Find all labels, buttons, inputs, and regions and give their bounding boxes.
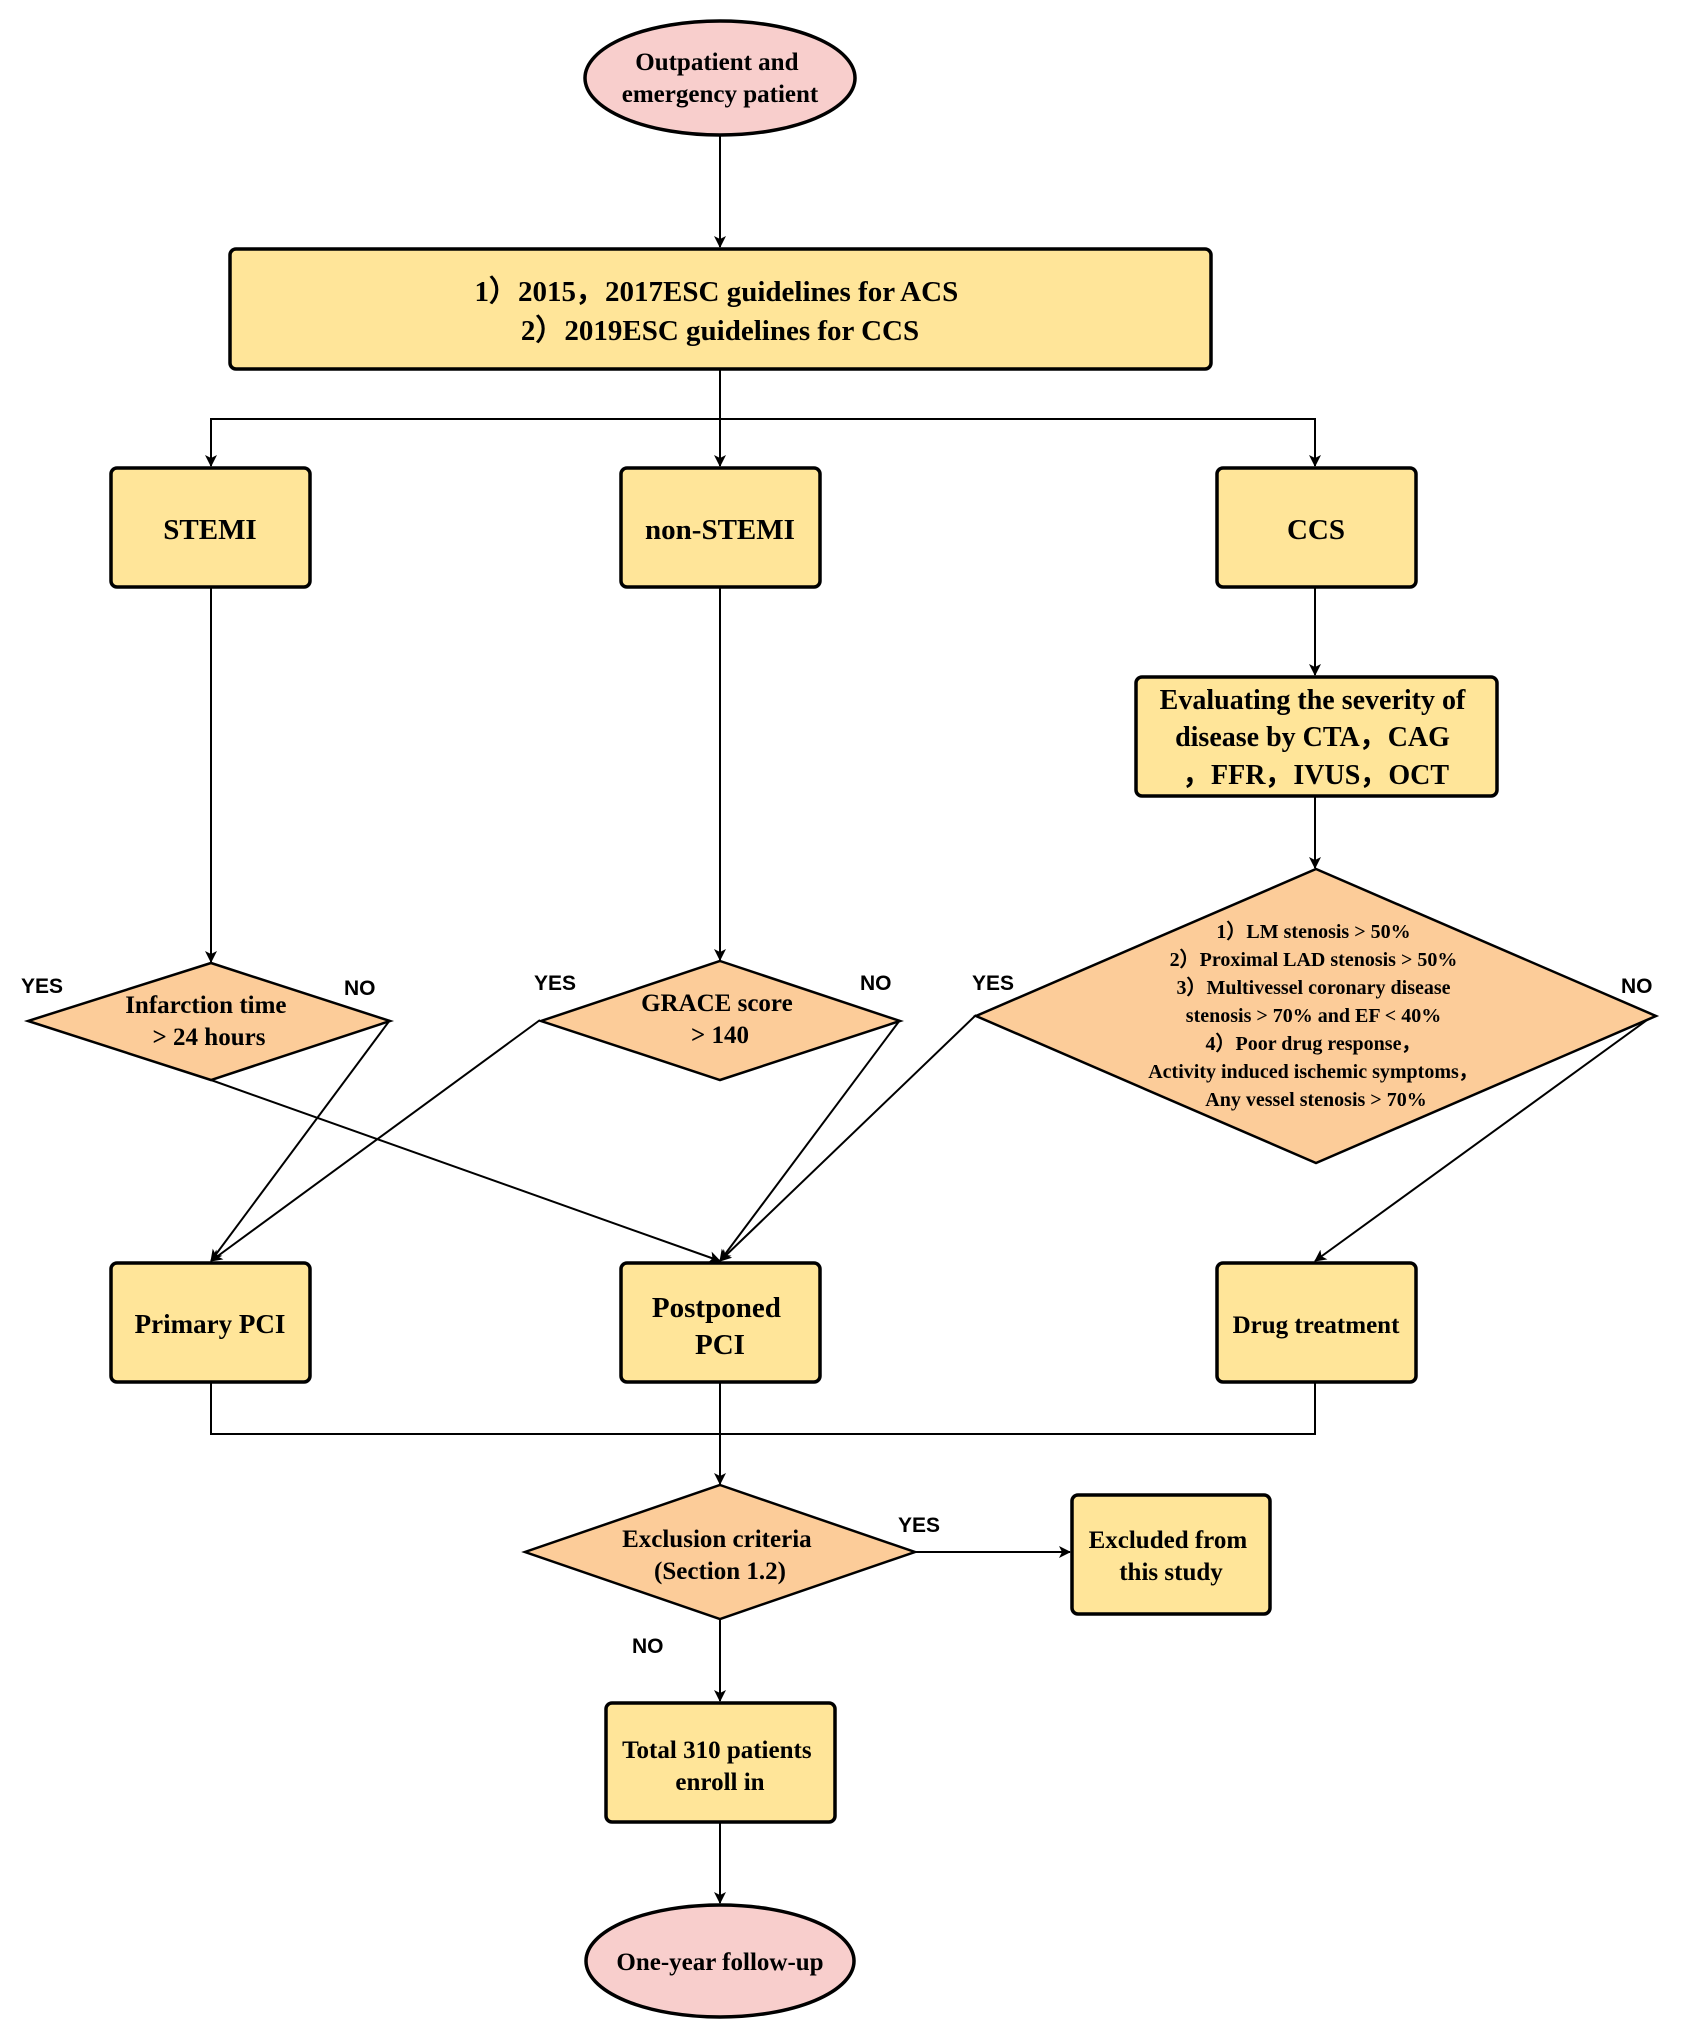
- criteria-line-6: Activity induced ischemic symptoms，: [1148, 1061, 1479, 1083]
- start-line-2: emergency patient: [622, 81, 819, 108]
- exclusion-line-2: (Section 1.2): [654, 1558, 786, 1585]
- ccs-line-1: CCS: [1287, 514, 1345, 546]
- edge-primary-merge: [210, 1383, 720, 1435]
- ccs-box: CCS: [1215, 466, 1418, 589]
- edge-grace-yes: [210, 1019, 541, 1262]
- criteria-decision: 1）LM stenosis > 50% 2）Proximal LAD steno…: [972, 867, 1660, 1165]
- infarction-decision: Infarction time > 24 hours: [23, 961, 395, 1082]
- grace-text: GRACE score > 140: [641, 990, 799, 1049]
- edge-infarction-yes: [210, 1019, 391, 1262]
- evaluate-text: Evaluating the severity of disease by CT…: [1160, 685, 1473, 791]
- grace-line-2: > 140: [691, 1022, 749, 1049]
- ccs-yes-label: YES: [972, 972, 1014, 995]
- criteria-line-5: 4）Poor drug response，: [1206, 1032, 1422, 1055]
- start-node: Outpatient and emergency patient: [583, 19, 857, 137]
- criteria-line-4: stenosis > 70% and EF < 40%: [1186, 1005, 1441, 1027]
- infarction-line-2: > 24 hours: [153, 1024, 266, 1051]
- excluded-line-1: Excluded from: [1089, 1527, 1248, 1554]
- evaluate-line-2: disease by CTA，CAG: [1175, 722, 1450, 753]
- total-text: Total 310 patients enroll in: [622, 1737, 818, 1796]
- infarction-text: Infarction time > 24 hours: [125, 992, 293, 1051]
- evaluate-box: Evaluating the severity of disease by CT…: [1134, 675, 1499, 798]
- edge-branch-stemi: [205, 418, 720, 467]
- exclusion-decision: Exclusion criteria (Section 1.2): [521, 1483, 919, 1621]
- edge-infarction-no: [210, 1079, 721, 1263]
- criteria-line-1: 1）LM stenosis > 50%: [1216, 920, 1410, 943]
- grace-yes-label: YES: [534, 972, 576, 995]
- stemi-yes-label: YES: [21, 975, 63, 998]
- exclusion-text: Exclusion criteria (Section 1.2): [622, 1526, 818, 1585]
- followup-line-1: One-year follow-up: [616, 1949, 823, 1976]
- nonstemi-line-1: non-STEMI: [645, 514, 795, 546]
- edge-branch-ccs: [720, 418, 1321, 467]
- total-box: Total 310 patients enroll in: [604, 1701, 837, 1824]
- nonstemi-text: non-STEMI: [645, 514, 795, 546]
- guidelines-box: 1）2015，2017ESC guidelines for ACS 2）2019…: [228, 247, 1213, 371]
- stemi-line-1: STEMI: [163, 514, 256, 546]
- edges: [205, 136, 1655, 1904]
- start-line-1: Outpatient and: [635, 49, 798, 76]
- excluded-box: Excluded from this study: [1070, 1493, 1272, 1616]
- followup-node: One-year follow-up: [584, 1903, 856, 2019]
- edge-grace-no: [719, 1019, 901, 1262]
- ccs-text: CCS: [1287, 514, 1345, 546]
- postponed-pci-line-1: Postponed: [652, 1292, 781, 1324]
- stemi-no-label: NO: [344, 977, 376, 1000]
- grace-line-1: GRACE score: [641, 990, 793, 1017]
- infarction-line-1: Infarction time: [125, 992, 286, 1019]
- evaluate-line-1: Evaluating the severity of: [1160, 685, 1466, 716]
- followup-text: One-year follow-up: [616, 1949, 823, 1976]
- evaluate-line-3: ，FFR，IVUS，OCT: [1183, 760, 1449, 791]
- criteria-line-2: 2）Proximal LAD stenosis > 50%: [1170, 948, 1458, 971]
- total-line-1: Total 310 patients: [622, 1737, 812, 1764]
- criteria-line-7: Any vessel stenosis > 70%: [1205, 1089, 1426, 1111]
- stemi-box: STEMI: [109, 466, 312, 589]
- grace-decision: GRACE score > 140: [537, 959, 904, 1082]
- total-line-2: enroll in: [675, 1769, 764, 1796]
- branch-labels: YES NO YES NO YES NO YES NO: [21, 972, 1653, 1658]
- nonstemi-box: non-STEMI: [619, 466, 822, 589]
- criteria-text: 1）LM stenosis > 50% 2）Proximal LAD steno…: [1148, 920, 1484, 1111]
- exclusion-no-label: NO: [632, 1635, 664, 1658]
- exclusion-line-1: Exclusion criteria: [622, 1526, 812, 1553]
- ccs-no-label: NO: [1621, 975, 1653, 998]
- guidelines-line-1: 1）2015，2017ESC guidelines for ACS: [475, 275, 959, 308]
- exclusion-yes-label: YES: [898, 1514, 940, 1537]
- drug-treatment-box: Drug treatment: [1215, 1261, 1418, 1384]
- stemi-text: STEMI: [163, 514, 256, 546]
- start-node-text: Outpatient and emergency patient: [622, 49, 819, 108]
- edge-criteria-yes: [719, 1014, 977, 1262]
- postponed-pci-box: Postponed PCI: [619, 1261, 822, 1384]
- grace-no-label: NO: [860, 972, 892, 995]
- excluded-line-2: this study: [1119, 1559, 1223, 1586]
- edge-criteria-no: [1314, 1014, 1655, 1262]
- criteria-line-3: 3）Multivessel coronary disease: [1176, 976, 1450, 999]
- primary-pci-text: Primary PCI: [135, 1309, 286, 1339]
- primary-pci-line-1: Primary PCI: [135, 1309, 286, 1339]
- excluded-text: Excluded from this study: [1089, 1527, 1254, 1586]
- drug-treatment-text: Drug treatment: [1233, 1312, 1401, 1339]
- postponed-pci-text: Postponed PCI: [652, 1292, 788, 1361]
- postponed-pci-line-2: PCI: [695, 1329, 745, 1361]
- edge-drug-merge: [720, 1383, 1316, 1435]
- drug-treatment-line-1: Drug treatment: [1233, 1312, 1401, 1339]
- guidelines-text: 1）2015，2017ESC guidelines for ACS 2）2019…: [475, 275, 966, 347]
- primary-pci-box: Primary PCI: [109, 1261, 312, 1384]
- guidelines-line-2: 2）2019ESC guidelines for CCS: [521, 314, 919, 347]
